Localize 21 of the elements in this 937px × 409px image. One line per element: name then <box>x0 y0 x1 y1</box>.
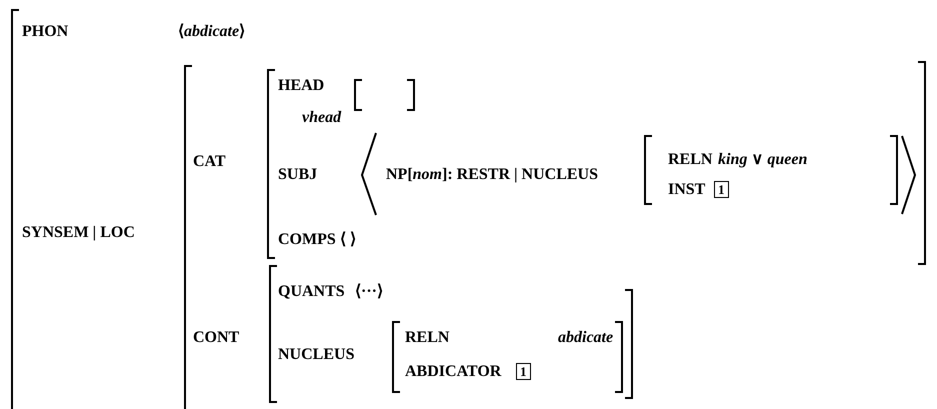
value-text: NP[nom]: RESTR | NUCLEUS <box>386 165 598 185</box>
feature-name: CONT <box>193 328 240 348</box>
type-label: vhead <box>302 108 342 128</box>
value-text: ⟨···⟩ <box>355 282 384 302</box>
feature-name: ABDICATOR <box>405 362 502 382</box>
value-text: abdicate <box>558 328 614 348</box>
feature-name: PHON <box>22 22 68 42</box>
feature-name: NUCLEUS <box>278 345 354 365</box>
feature-name: RELN <box>668 150 712 170</box>
feature-name: QUANTS <box>278 282 345 302</box>
value-text: king ∨ queen <box>718 150 808 170</box>
feature-name: COMPS ⟨ ⟩ <box>278 230 356 250</box>
tag-box: 1 <box>516 363 530 380</box>
feature-name: HEAD <box>278 76 324 96</box>
feature-name: SUBJ <box>278 165 318 185</box>
feature-name: RELN <box>405 328 450 348</box>
tag-box: 1 <box>714 181 728 198</box>
feature-name: INST <box>668 180 706 200</box>
value-text: ⟨abdicate⟩ <box>178 22 246 42</box>
feature-name: CAT <box>193 152 226 172</box>
feature-path: SYNSEM | LOC <box>22 223 135 243</box>
